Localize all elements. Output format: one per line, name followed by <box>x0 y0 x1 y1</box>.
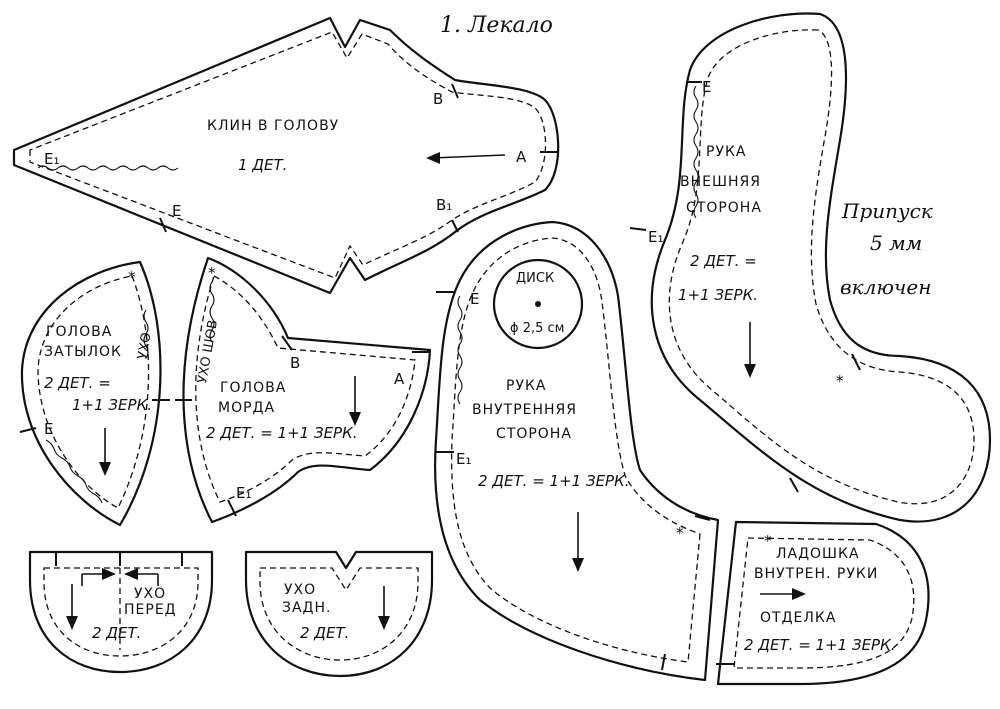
arm-inner-count: 2 ДЕТ. = 1+1 ЗЕРК. <box>478 472 630 490</box>
point-b-face: B <box>290 354 300 372</box>
arm-outer-count-1: 2 ДЕТ. = <box>690 252 757 270</box>
head-back-count-2: 1+1 ЗЕРК. <box>72 396 152 414</box>
point-a-face: A <box>394 370 405 388</box>
palm-count: 2 ДЕТ. = 1+1 ЗЕРК. <box>744 636 896 654</box>
point-e1-arm-outer: E₁ <box>648 228 664 246</box>
point-e1-face: E₁ <box>236 484 252 502</box>
ear-back-name-2: ЗАДН. <box>282 600 331 616</box>
point-b-gusset: B <box>433 90 443 108</box>
arm-outer-count-2: 1+1 ЗЕРК. <box>678 286 758 304</box>
head-back-ear-note: УХО <box>135 331 154 360</box>
allowance-line-3: включен <box>840 275 931 299</box>
ear-front-count: 2 ДЕТ. <box>92 624 141 642</box>
head-gusset-name: КЛИН В ГОЛОВУ <box>207 118 339 134</box>
arm-inner-name-1: РУКА <box>506 378 547 394</box>
point-a-gusset: A <box>516 148 527 166</box>
arm-inner-name-3: СТОРОНА <box>496 426 572 442</box>
head-face-ear-note: УХО ШОВ <box>195 319 221 385</box>
piece-palm: * ЛАДОШКА ВНУТРЕН. РУКИ ОТДЕЛКА 2 ДЕТ. =… <box>716 520 930 686</box>
palm-name-1: ЛАДОШКА <box>776 546 860 562</box>
ear-front-name-1: УХО <box>134 586 166 602</box>
head-face-name-2: МОРДА <box>218 400 275 416</box>
ear-back-count: 2 ДЕТ. <box>300 624 349 642</box>
star-arm-outer: * <box>836 372 844 390</box>
piece-arm-outer: E E₁ * РУКА ВНЕШНЯЯ СТОРОНА 2 ДЕТ. = 1+1… <box>629 12 992 523</box>
head-back-name-1: ГОЛОВА <box>46 324 112 340</box>
palm-name-2: ВНУТРЕН. РУКИ <box>754 566 878 582</box>
point-e-arm-inner: E <box>470 290 479 308</box>
ear-back-name-1: УХО <box>284 582 316 598</box>
point-e-arm-outer: E <box>702 78 711 96</box>
head-face-count: 2 ДЕТ. = 1+1 ЗЕРК. <box>206 424 358 442</box>
piece-head-back: * ГОЛОВА ЗАТЫЛОК УХО 2 ДЕТ. = 1+1 ЗЕРК. … <box>19 260 170 527</box>
star-head-back: * <box>128 268 136 286</box>
piece-ear-back: УХО ЗАДН. 2 ДЕТ. <box>244 550 434 678</box>
arm-inner-name-2: ВНУТРЕННЯЯ <box>472 402 577 418</box>
point-b1-gusset: B₁ <box>436 196 452 214</box>
head-face-name-1: ГОЛОВА <box>220 380 286 396</box>
head-back-name-2: ЗАТЫЛОК <box>44 344 122 360</box>
disk-name: ДИСК <box>516 271 554 286</box>
piece-arm-inner: ДИСК ϕ 2,5 см E E₁ * РУКА ВНУТРЕННЯЯ СТО… <box>433 220 720 682</box>
point-e1-gusset: E₁ <box>44 150 60 168</box>
piece-head-gusset: КЛИН В ГОЛОВУ 1 ДЕТ. A B B₁ E E₁ <box>12 16 560 295</box>
piece-ear-front: УХО ПЕРЕД 2 ДЕТ. <box>28 550 214 674</box>
allowance-line-1: Припуск <box>841 199 933 223</box>
head-back-count-1: 2 ДЕТ. = <box>44 374 111 392</box>
head-gusset-count: 1 ДЕТ. <box>238 156 287 174</box>
arm-outer-name-3: СТОРОНА <box>686 200 762 216</box>
star-arm-inner: * <box>676 524 684 542</box>
star-palm: * <box>764 532 772 550</box>
disk-size: ϕ 2,5 см <box>510 321 564 336</box>
point-e-head-back: E <box>44 420 53 438</box>
ear-front-name-2: ПЕРЕД <box>124 602 177 618</box>
allowance-note: Припуск 5 мм включен <box>840 199 933 299</box>
sheet-title: 1. Лекало <box>440 13 553 38</box>
point-e-gusset: E <box>172 202 181 220</box>
palm-finish: ОТДЕЛКА <box>760 610 836 626</box>
allowance-line-2: 5 мм <box>870 231 922 255</box>
arm-outer-name-1: РУКА <box>706 144 747 160</box>
star-head-face: * <box>208 264 216 282</box>
arm-outer-name-2: ВНЕШНЯЯ <box>680 174 761 190</box>
point-e1-arm-inner: E₁ <box>456 450 472 468</box>
piece-head-face: * УХО ШОВ B A ГОЛОВА МОРДА 2 ДЕТ. = 1+1 … <box>175 256 432 524</box>
